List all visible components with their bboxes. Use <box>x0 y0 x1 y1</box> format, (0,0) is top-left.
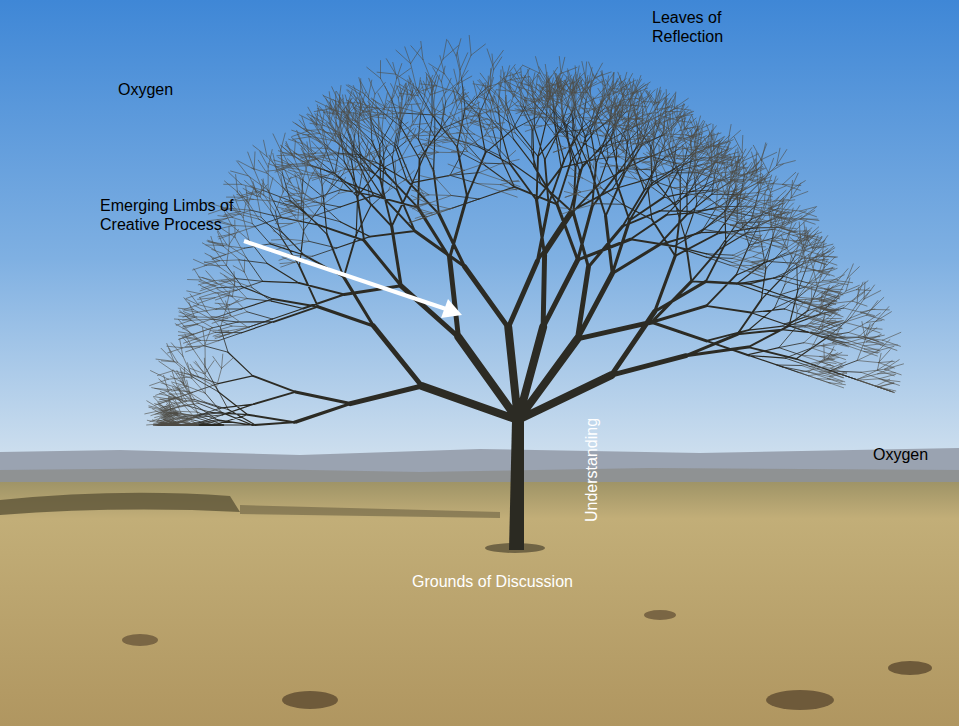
tree-branch <box>422 327 612 420</box>
hedge <box>0 493 240 515</box>
tree-trunk <box>509 420 524 550</box>
mole-hill <box>766 690 834 710</box>
grass-ground <box>0 482 959 726</box>
grounds-label: Grounds of Discussion <box>412 572 573 591</box>
mole-hill <box>888 661 932 675</box>
tree-branches <box>145 35 904 425</box>
tree-branch <box>145 35 904 425</box>
understanding-label: Understanding <box>582 418 601 522</box>
leaves-label: Leaves of Reflection <box>652 8 752 46</box>
leader-arrow <box>244 241 446 309</box>
mole-hill <box>644 610 676 620</box>
oxygen-label: Oxygen <box>118 80 173 99</box>
sky <box>0 0 959 470</box>
tree-branch <box>248 147 796 425</box>
oxygen-label: Oxygen <box>873 445 928 464</box>
mole-hill <box>282 691 338 709</box>
mole-hill <box>122 634 158 646</box>
tree-branch <box>183 78 861 425</box>
limbs-label: Emerging Limbs of Creative Process <box>100 196 250 234</box>
arrow-head <box>441 299 462 318</box>
hedge <box>240 505 500 518</box>
